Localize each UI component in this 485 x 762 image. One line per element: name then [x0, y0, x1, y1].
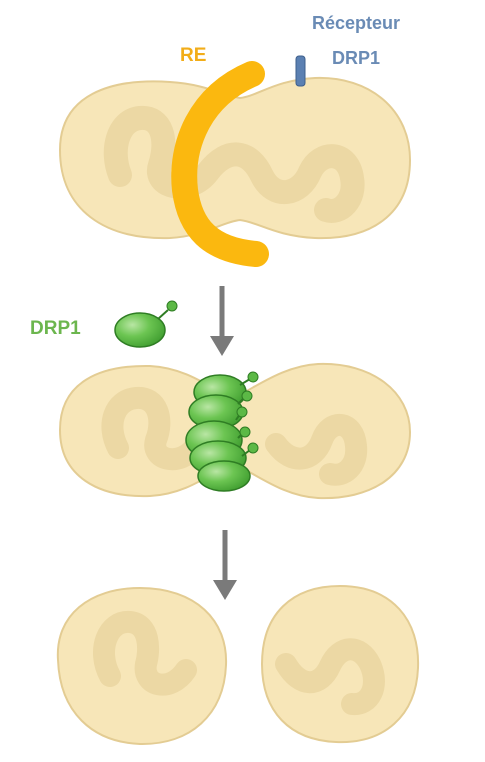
receptor-label-line1: Récepteur — [312, 13, 400, 33]
arrow-down-1 — [210, 286, 234, 356]
phosphate-icon — [237, 407, 247, 417]
drp1-label: DRP1 — [30, 318, 81, 339]
stage-2-constricted-mitochondrion — [60, 364, 410, 498]
phosphate-icon — [240, 427, 250, 437]
phosphate-icon — [167, 301, 177, 311]
free-drp1-protein — [115, 301, 177, 347]
phosphate-icon — [248, 372, 258, 382]
phosphate-icon — [242, 391, 252, 401]
stage-3-daughter-mitochondria — [58, 586, 418, 744]
stage-1-mitochondrion — [60, 56, 410, 254]
phosphate-icon — [248, 443, 258, 453]
drp1-receptor — [296, 56, 305, 86]
re-label: RE — [180, 45, 206, 66]
receptor-label-line2: DRP1 — [332, 48, 380, 68]
arrow-down-2 — [213, 530, 237, 600]
